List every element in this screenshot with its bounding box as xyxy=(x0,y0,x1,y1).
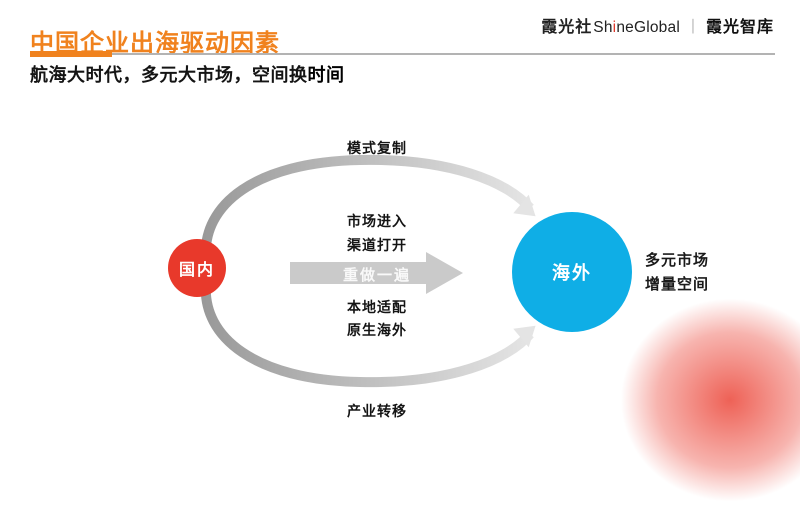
label-industry-transfer: 产业转移 xyxy=(347,403,407,419)
brand-cn-name: 霞光社 xyxy=(541,19,593,36)
domestic-node: 国内 xyxy=(168,239,226,297)
note-incremental-space: 增量空间 xyxy=(645,276,710,293)
header-divider-line xyxy=(30,53,775,55)
brand-logo: 霞光社 ShineGlobal 丨 霞光智库 xyxy=(541,13,774,37)
label-mode-replication: 模式复制 xyxy=(347,140,407,156)
header-accent-bar xyxy=(30,51,112,57)
brand-divider: 丨 xyxy=(684,19,701,36)
overseas-notes: 多元市场 增量空间 xyxy=(645,249,709,297)
label-redo-once: 重做一遍 xyxy=(342,267,411,284)
subtitle-emphasis: 时间 xyxy=(307,65,345,85)
brand-en-prefix: Sh xyxy=(593,19,613,36)
note-diverse-markets: 多元市场 xyxy=(645,252,710,269)
brand-think-tank: 霞光智库 xyxy=(705,19,774,36)
label-channel-opening: 渠道打开 xyxy=(347,237,407,253)
label-local-adaptation: 本地适配 xyxy=(347,299,407,315)
brand-red-i: i xyxy=(612,19,617,36)
brand-en-suffix: neGlobal xyxy=(616,19,680,36)
red-glow-decoration xyxy=(590,270,800,530)
label-market-entry: 市场进入 xyxy=(347,213,407,229)
subtitle-main: 航海大时代，多元大市场，空间换 xyxy=(30,65,308,85)
slide-canvas: { "slide": { "title": "中国企业出海驱动因素", "sub… xyxy=(30,13,800,530)
page-subtitle: 航海大时代，多元大市场，空间换时间 xyxy=(30,61,345,87)
label-native-overseas: 原生海外 xyxy=(347,322,407,338)
overseas-node: 海外 xyxy=(512,212,632,332)
brand-en-name: ShineGlobal xyxy=(593,19,680,37)
